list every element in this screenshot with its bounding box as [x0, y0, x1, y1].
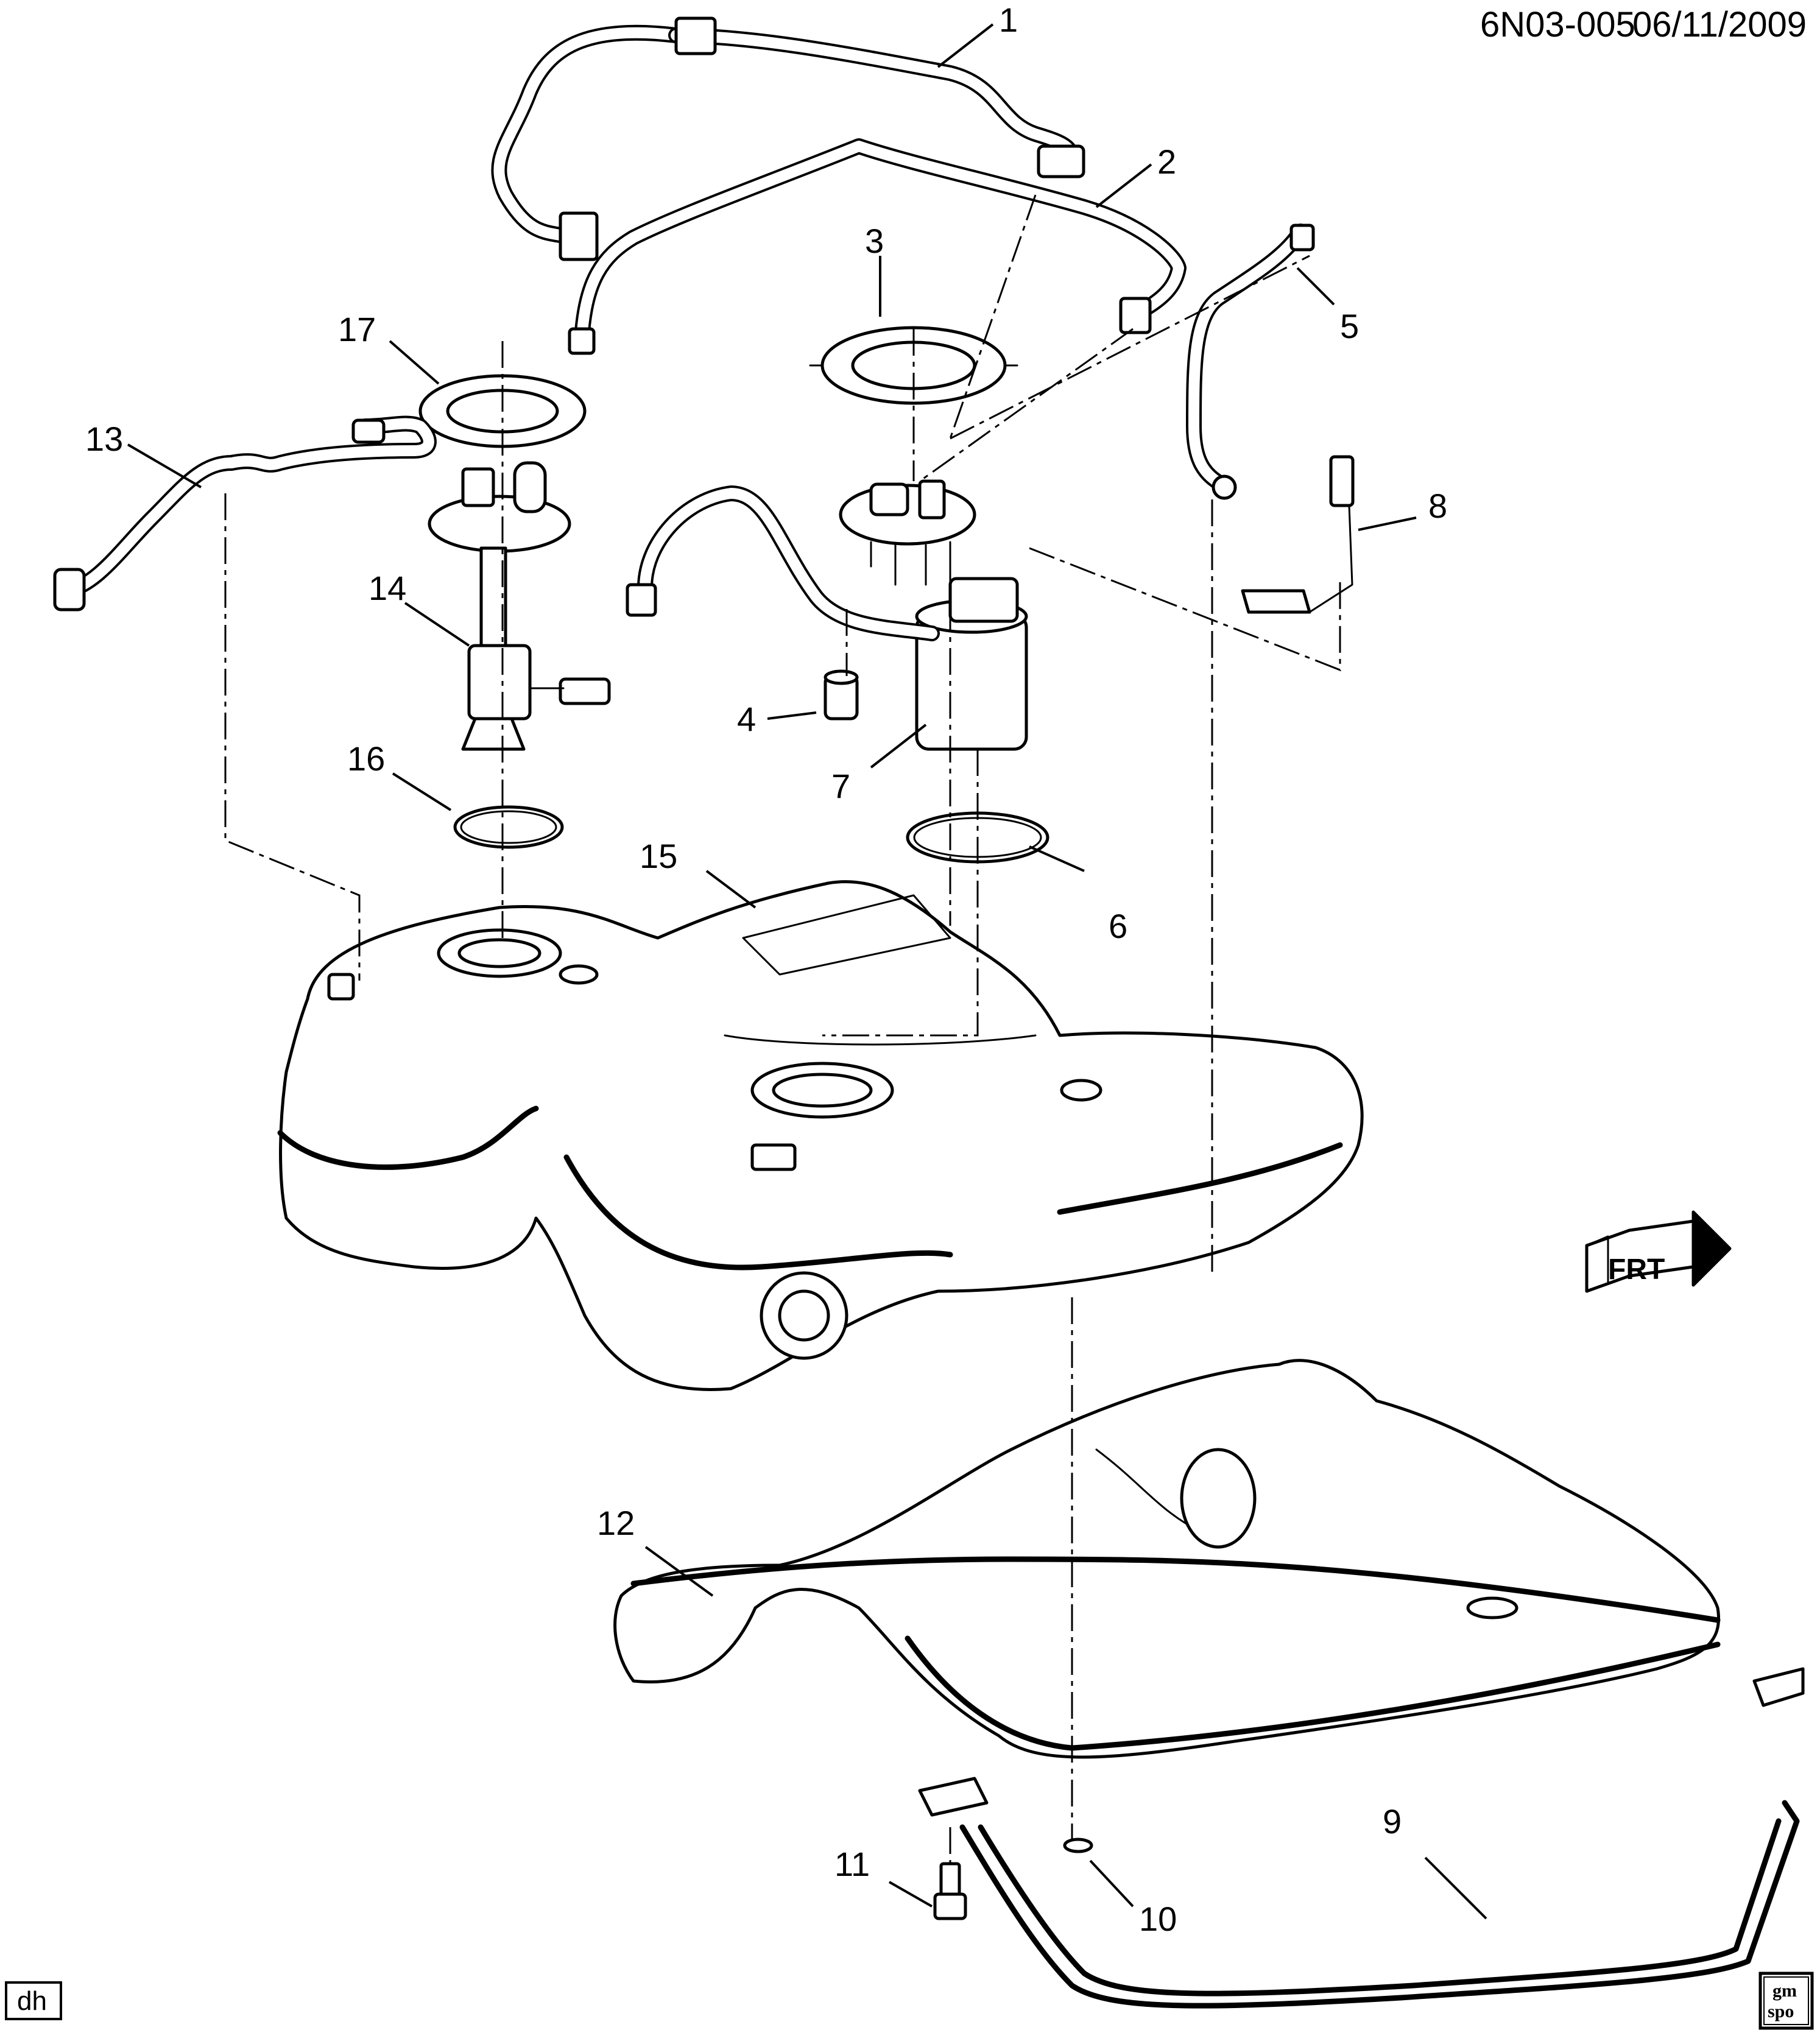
part-5-vent-pipe: [1186, 224, 1315, 500]
alignment-lines: [224, 194, 1341, 1864]
drafter-initials: dh: [17, 1986, 47, 2016]
callout-6: 6: [1109, 907, 1127, 945]
diagram-date: 06/11/2009: [1632, 5, 1807, 44]
logo-line-1: gm: [1772, 1981, 1797, 2001]
callout-7: 7: [831, 767, 850, 805]
callout-8: 8: [1428, 487, 1447, 525]
part-4-valve: [824, 669, 859, 721]
front-label: FRT: [1608, 1253, 1665, 1286]
part-16-seal: [453, 805, 564, 849]
part-1-harness: [491, 16, 1085, 261]
front-direction-indicator: FRT: [1585, 1210, 1732, 1293]
callout-17: 17: [338, 310, 376, 348]
callout-2: 2: [1157, 143, 1176, 181]
gm-spo-logo: gm spo: [1758, 1972, 1814, 2030]
part-8-level-sensor: [1241, 455, 1355, 614]
callout-5: 5: [1340, 307, 1359, 345]
front-arrow-icon: [1585, 1210, 1732, 1293]
diagram-id: 6N03-005: [1480, 5, 1635, 44]
callout-9: 9: [1383, 1802, 1402, 1841]
callout-numbers: 1 2 3 4 5 6 7 8 9 10 11 12 13 14 15 16 1…: [85, 1, 1447, 1938]
callout-12: 12: [597, 1504, 635, 1542]
part-14-fuel-sender: [428, 461, 611, 751]
logo-line-2: spo: [1768, 2001, 1794, 2021]
callout-leaders: [127, 23, 1487, 1920]
callout-4: 4: [737, 700, 756, 738]
callout-10: 10: [1139, 1900, 1177, 1938]
part-12-heat-shield: [613, 1359, 1721, 1759]
callout-13: 13: [85, 420, 123, 458]
callout-1: 1: [999, 1, 1018, 39]
part-15-fuel-tank: [277, 880, 1364, 1391]
part-2-fuel-pipe: [568, 138, 1187, 355]
callout-11: 11: [834, 1845, 870, 1883]
callout-3: 3: [865, 222, 884, 260]
footer-initials-box: dh: [5, 1981, 62, 2020]
part-9-tank-strap: [918, 1667, 1805, 2009]
callout-15: 15: [640, 837, 677, 875]
part-10-washer: [1063, 1838, 1093, 1853]
callout-14: 14: [369, 569, 406, 607]
part-13-hose: [53, 415, 437, 611]
part-7-fuel-pump-module: [626, 479, 1028, 751]
callout-16: 16: [347, 739, 385, 778]
part-11-bolt: [933, 1862, 967, 1920]
